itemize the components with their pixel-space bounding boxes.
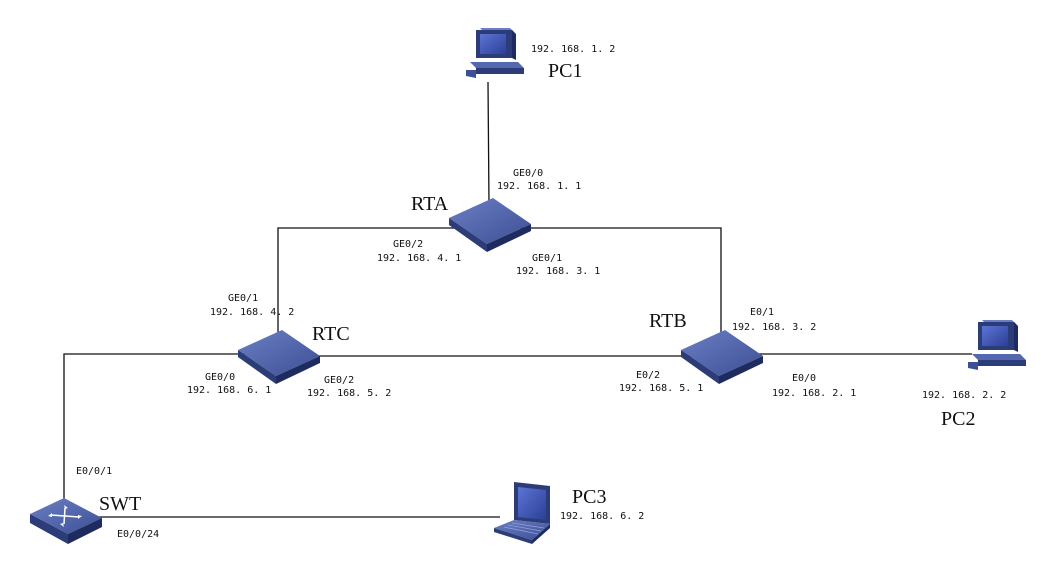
router-icon bbox=[238, 330, 320, 384]
rta-ge00-ip: 192. 168. 1. 1 bbox=[497, 181, 581, 192]
rta-ge00-port: GE0/0 bbox=[513, 168, 543, 179]
rtb-device[interactable] bbox=[681, 330, 763, 384]
link-rta-rtc bbox=[277, 227, 462, 352]
rta-name: RTA bbox=[411, 193, 449, 215]
swt-name: SWT bbox=[99, 493, 141, 515]
rtb-name: RTB bbox=[649, 310, 687, 332]
rtc-ge01-ip: 192. 168. 4. 2 bbox=[210, 307, 294, 318]
desktop-pc-icon bbox=[968, 320, 1026, 370]
switch-icon bbox=[30, 498, 102, 544]
rtb-e01-port: E0/1 bbox=[750, 307, 774, 318]
rtb-e00-ip: 192. 168. 2. 1 bbox=[772, 388, 856, 399]
rtc-ge02-ip: 192. 168. 5. 2 bbox=[307, 388, 391, 399]
rta-ge01-port: GE0/1 bbox=[532, 253, 562, 264]
pc2-name: PC2 bbox=[941, 408, 975, 430]
pc2-device[interactable] bbox=[968, 320, 1026, 370]
rta-device[interactable] bbox=[449, 198, 531, 252]
rtb-e02-ip: 192. 168. 5. 1 bbox=[619, 383, 703, 394]
rta-ge02-ip: 192. 168. 4. 1 bbox=[377, 253, 461, 264]
link-rta-rtb bbox=[516, 227, 722, 352]
rtc-ge00-ip: 192. 168. 6. 1 bbox=[187, 385, 271, 396]
rta-ge01-ip: 192. 168. 3. 1 bbox=[516, 266, 600, 277]
pc2-ip: 192. 168. 2. 2 bbox=[922, 390, 1006, 401]
rtb-e00-port: E0/0 bbox=[792, 373, 816, 384]
link-pc1-rta bbox=[487, 81, 490, 206]
pc3-device[interactable] bbox=[494, 482, 550, 544]
pc1-ip: 192. 168. 1. 2 bbox=[531, 44, 615, 55]
laptop-icon bbox=[494, 482, 550, 544]
router-icon bbox=[449, 198, 531, 252]
swt-device[interactable]: SWITCH bbox=[30, 498, 102, 544]
pc3-ip: 192. 168. 6. 2 bbox=[560, 511, 644, 522]
link-rtc-swt bbox=[63, 353, 245, 505]
rtc-ge00-port: GE0/0 bbox=[205, 372, 235, 383]
desktop-pc-icon bbox=[466, 28, 524, 78]
rtb-e01-ip: 192. 168. 3. 2 bbox=[732, 322, 816, 333]
rtc-ge02-port: GE0/2 bbox=[324, 375, 354, 386]
rtb-e02-port: E0/2 bbox=[636, 370, 660, 381]
rta-ge02-port: GE0/2 bbox=[393, 239, 423, 250]
pc1-device[interactable] bbox=[466, 28, 524, 78]
pc1-name: PC1 bbox=[548, 60, 582, 82]
rtc-ge01-port: GE0/1 bbox=[228, 293, 258, 304]
pc3-name: PC3 bbox=[572, 486, 606, 508]
router-icon bbox=[681, 330, 763, 384]
swt-e0024-port: E0/0/24 bbox=[117, 529, 159, 540]
links bbox=[63, 81, 972, 518]
swt-e001-port: E0/0/1 bbox=[76, 466, 112, 477]
rtc-name: RTC bbox=[312, 323, 350, 345]
rtc-device[interactable] bbox=[238, 330, 320, 384]
